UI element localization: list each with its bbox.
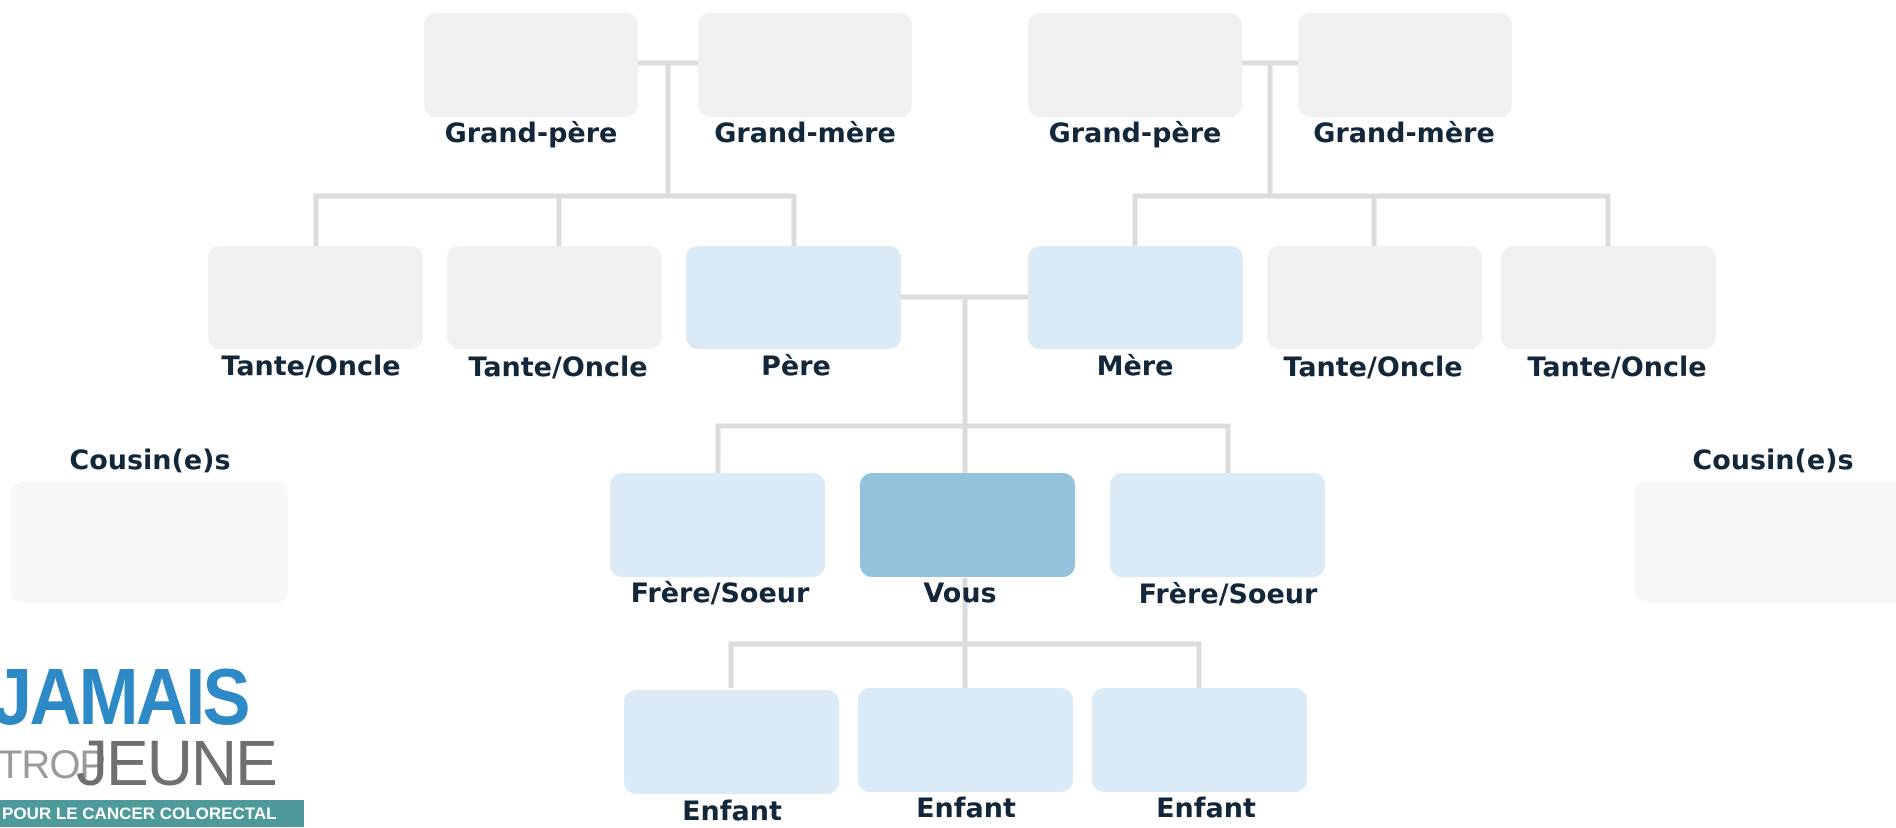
logo-jamais-text: JAMAIS	[0, 652, 251, 741]
logo-jeune-text: JEUNE	[76, 727, 278, 799]
sibling-left-box	[610, 473, 825, 577]
child-3-box	[1092, 688, 1307, 792]
maternal-grandmother-label: Grand-mère	[1313, 118, 1495, 149]
child-1-box	[624, 690, 839, 794]
logo-tagline: POUR LE CANCER COLORECTAL	[0, 800, 304, 827]
maternal-grandmother-box	[1298, 13, 1512, 117]
cousins-right-label: Cousin(e)s	[1692, 445, 1854, 476]
self-box	[860, 473, 1075, 577]
sibling-left-label: Frère/Soeur	[630, 578, 810, 609]
maternal-aunt-uncle-1-box	[1267, 246, 1482, 349]
child-3-label: Enfant	[1156, 793, 1256, 824]
logo-trop-text: TROP	[0, 743, 106, 787]
child-1-label: Enfant	[682, 796, 782, 827]
maternal-aunt-uncle-2-label: Tante/Oncle	[1527, 352, 1707, 383]
paternal-aunt-uncle-2-label: Tante/Oncle	[468, 352, 648, 383]
cousins-left-label: Cousin(e)s	[69, 445, 231, 476]
logo: JAMAIS TROP JEUNE POUR LE CANCER COLOREC…	[0, 655, 310, 827]
sibling-right-box	[1110, 473, 1325, 577]
father-label: Père	[761, 351, 831, 382]
paternal-grandmother-label: Grand-mère	[714, 118, 896, 149]
self-label: Vous	[923, 578, 997, 609]
paternal-aunt-uncle-2-box	[447, 246, 662, 349]
child-2-label: Enfant	[916, 793, 1016, 824]
paternal-aunt-uncle-1-box	[208, 246, 423, 349]
paternal-grandfather-label: Grand-père	[444, 118, 618, 149]
maternal-grandfather-box	[1028, 13, 1242, 117]
father-box	[686, 246, 901, 349]
maternal-aunt-uncle-1-label: Tante/Oncle	[1283, 352, 1463, 383]
maternal-grandfather-label: Grand-père	[1048, 118, 1222, 149]
mother-box	[1028, 246, 1243, 349]
mother-label: Mère	[1096, 351, 1174, 382]
paternal-aunt-uncle-1-label: Tante/Oncle	[221, 351, 401, 382]
cousins-right-box	[1634, 482, 1896, 603]
paternal-grandfather-box	[424, 13, 638, 117]
cousins-left-box	[11, 482, 288, 603]
maternal-aunt-uncle-2-box	[1501, 246, 1716, 349]
paternal-grandmother-box	[698, 13, 912, 117]
child-2-box	[858, 688, 1073, 792]
sibling-right-label: Frère/Soeur	[1138, 579, 1318, 610]
